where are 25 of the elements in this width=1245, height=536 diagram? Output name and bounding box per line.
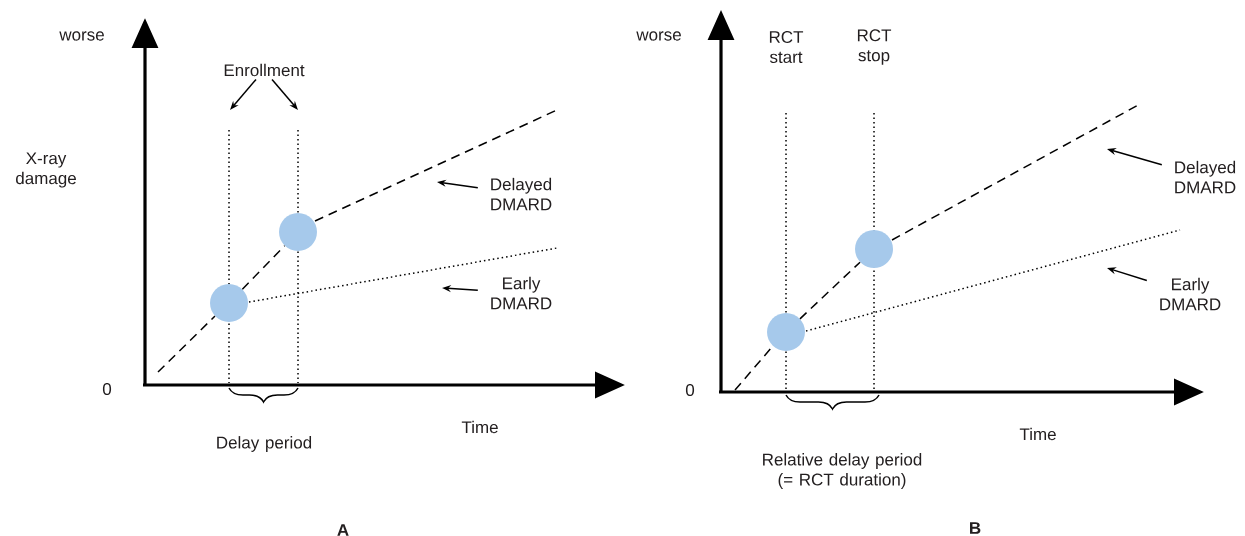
- circle-marker: [767, 313, 805, 351]
- panel-letter: B: [970, 522, 981, 534]
- circle-marker: [279, 213, 317, 251]
- leader-arrow: [230, 78, 257, 110]
- circle-marker: [210, 284, 248, 322]
- trend-line-segment: [799, 261, 861, 320]
- axis-label: 0: [685, 384, 695, 397]
- axis-label: worse: [59, 31, 104, 41]
- axis-label: Relative delay period (= RCT duration): [763, 453, 922, 489]
- circle-marker: [855, 230, 893, 268]
- axis-label: worse: [636, 31, 681, 41]
- curve-label: Delayed DMARD: [491, 177, 552, 211]
- curve-label: Early DMARD: [491, 276, 552, 310]
- axis-label: Time: [461, 420, 498, 434]
- curve-label: Delayed DMARD: [1175, 160, 1236, 194]
- axis-label: 0: [102, 383, 112, 396]
- axis-label: Time: [1019, 427, 1056, 441]
- leader-arrow: [271, 78, 298, 110]
- curve-label: Enrollment: [224, 63, 305, 77]
- axis-label: RCT stop: [857, 29, 892, 65]
- axis-label: X-ray damage: [16, 152, 76, 188]
- curve-label: Early DMARD: [1160, 277, 1221, 311]
- axis-label: Delay period: [217, 436, 312, 452]
- axis-label: RCT start: [769, 31, 804, 64]
- panel-letter: A: [337, 524, 349, 536]
